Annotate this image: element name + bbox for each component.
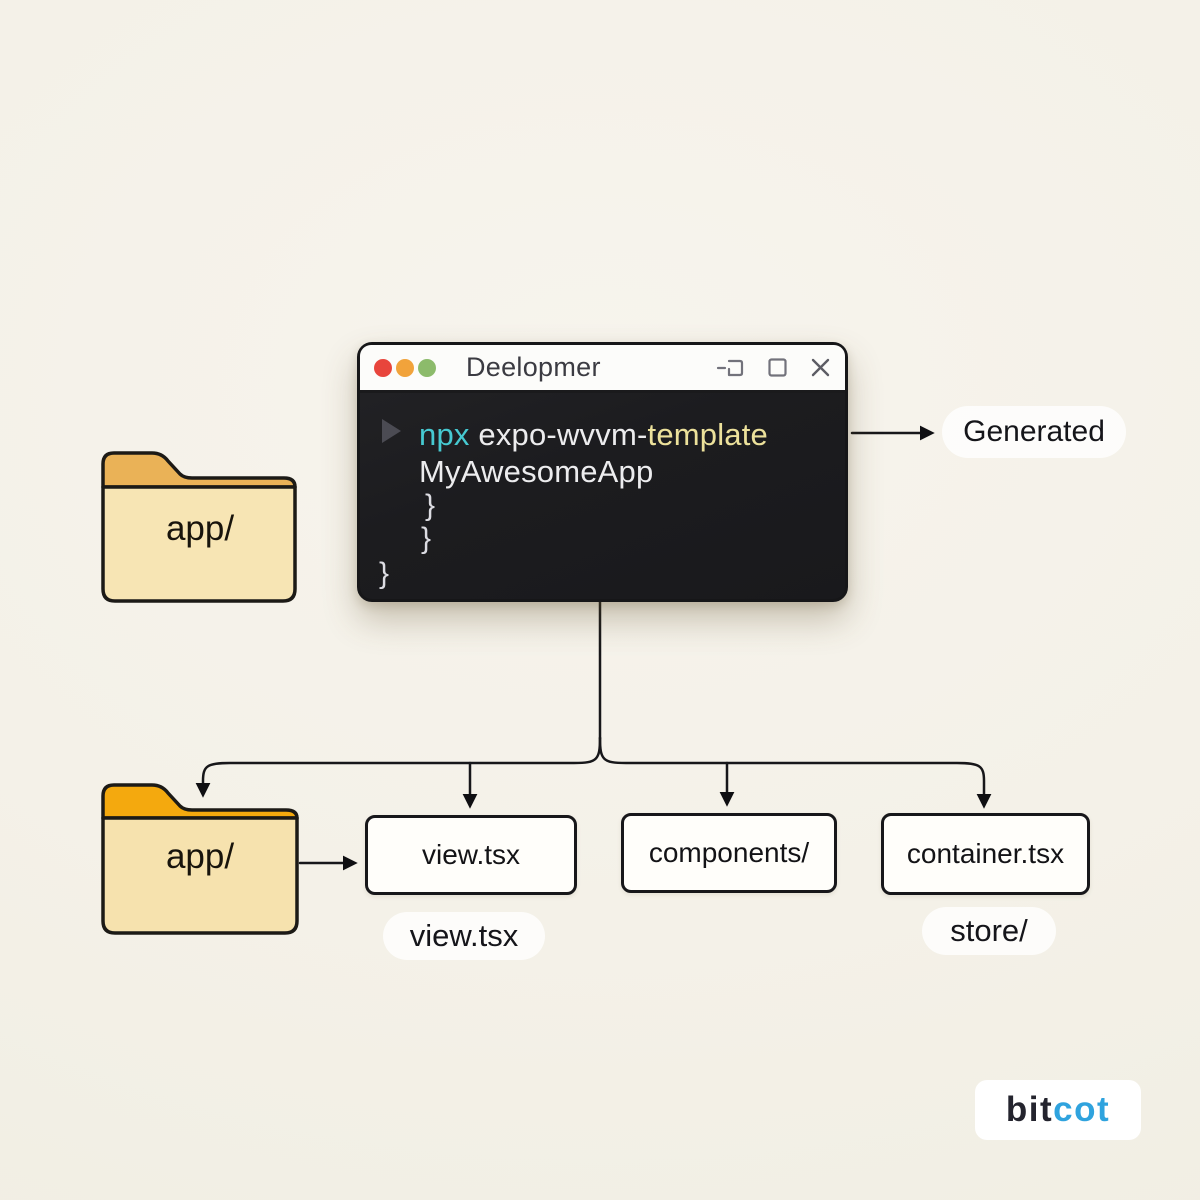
terminal-command-line: npx expo-wvvm-template [419,417,768,453]
traffic-lights [374,358,436,377]
terminal-brace-1: } [425,489,436,522]
window-title: Deelopmer [466,352,601,382]
logo-bit: bit [1005,1090,1054,1129]
folder-output-label: app/ [165,837,235,876]
node-components: components/ [621,813,837,893]
folder-source-icon [101,451,297,603]
minimize-icon[interactable] [715,358,745,378]
caption-view-tsx: view.tsx [383,912,545,960]
command-app-name: MyAwesomeApp [419,454,654,489]
command-template: template [647,417,768,452]
command-npx: npx [419,417,470,452]
traffic-light-orange-icon[interactable] [396,358,414,377]
generated-label: Generated [942,406,1126,458]
arrow-branch-to-container [598,736,992,809]
terminal-window: Deelopmer np [357,342,848,602]
prompt-triangle-icon [382,419,401,443]
node-view-tsx: view.tsx [365,815,577,895]
terminal-titlebar: Deelopmer [360,345,845,393]
terminal-brace-3: } [379,557,390,590]
arrow-branch-to-folder [195,736,602,798]
terminal-brace-2: } [421,522,432,555]
command-package: expo-wvvm- [469,417,648,452]
close-icon[interactable] [810,357,831,378]
caption-store: store/ [922,907,1056,955]
maximize-icon[interactable] [767,357,788,378]
node-container-tsx: container.tsx [881,813,1090,895]
traffic-light-green-icon[interactable] [418,358,436,377]
folder-source-label: app/ [165,509,235,548]
folder-output-icon [101,783,299,935]
logo-cot: cot [1053,1090,1111,1129]
traffic-light-red-icon[interactable] [374,358,392,377]
